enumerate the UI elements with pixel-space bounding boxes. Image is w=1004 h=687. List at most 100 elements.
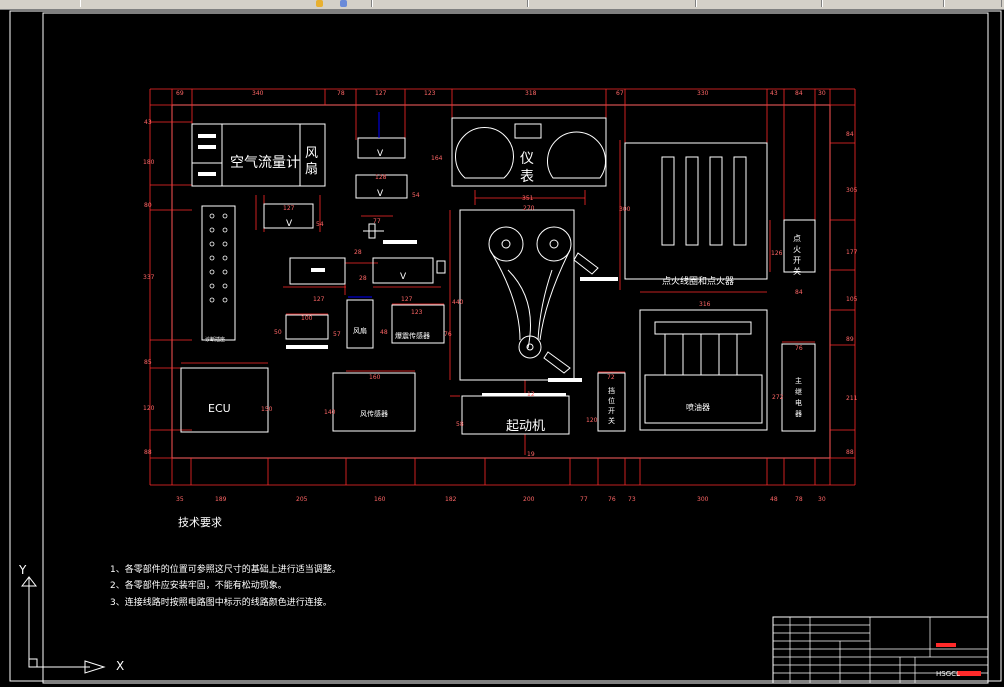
v-label-4: V xyxy=(400,272,407,282)
speed-sensor-label: 风传感器 xyxy=(360,410,388,418)
dim-left: 120 xyxy=(143,405,155,412)
voltage-box-1[interactable] xyxy=(357,112,406,159)
connector-small xyxy=(436,260,446,274)
dim-left: 43 xyxy=(144,119,152,126)
voltage-box-4[interactable] xyxy=(372,257,434,284)
ignition-switch-label: 点 火 开 关 xyxy=(793,234,801,276)
dim-top: 123 xyxy=(424,90,436,97)
dim-inner: 351 xyxy=(522,195,534,202)
note-item-2: 2、各零部件应安装牢固，不能有松动现象。 xyxy=(110,581,287,591)
dim-inner: 28 xyxy=(354,249,362,256)
knock-sensor-box[interactable] xyxy=(391,304,445,344)
dim-inner: 19 xyxy=(527,451,535,458)
taskbar-segment[interactable] xyxy=(944,0,1002,7)
taskbar-segment[interactable] xyxy=(822,0,944,7)
fuel-injector-rail[interactable] xyxy=(639,309,768,431)
engine-timing-assembly[interactable] xyxy=(459,209,618,382)
folder-icon[interactable] xyxy=(316,0,323,7)
ecu-label: ECU xyxy=(208,402,231,415)
dim-inner: 100 xyxy=(301,315,313,322)
app-icon[interactable] xyxy=(340,0,347,7)
dim-inner: 140 xyxy=(324,409,336,416)
dim-top: 340 xyxy=(252,90,264,97)
dim-right: 105 xyxy=(846,296,858,303)
taskbar-segment[interactable] xyxy=(80,0,372,7)
sheet-inner-border xyxy=(42,12,989,684)
dim-top: 78 xyxy=(337,90,345,97)
fan-top-label: 风 扇 xyxy=(305,146,319,177)
note-item-1: 1、各零部件的位置可参照这尺寸的基础上进行适当调整。 xyxy=(110,565,341,575)
dim-bottom: 77 xyxy=(580,496,588,503)
dim-left: 337 xyxy=(143,274,155,281)
dim-inner: 127 xyxy=(313,296,325,303)
diagnostic-socket[interactable] xyxy=(201,205,236,341)
dim-top: 84 xyxy=(795,90,803,97)
dim-inner: 440 xyxy=(452,299,464,306)
resistor-block[interactable] xyxy=(289,257,346,285)
dim-top: 67 xyxy=(616,90,624,97)
ignition-coil-label: 点火线圈和点火器 xyxy=(662,277,735,287)
v-label-3: V xyxy=(286,219,293,229)
dim-right: 211 xyxy=(846,395,858,402)
diag-socket-label: 诊断插座 xyxy=(205,337,226,343)
fan-sensor[interactable] xyxy=(346,296,374,349)
dim-bottom: 160 xyxy=(374,496,386,503)
dim-inner: 28 xyxy=(359,275,367,282)
dim-top: 330 xyxy=(697,90,709,97)
dim-bottom: 300 xyxy=(697,496,709,503)
dim-top: 318 xyxy=(525,90,537,97)
taskbar-segment[interactable] xyxy=(696,0,822,7)
dim-inner: 84 xyxy=(795,289,803,296)
gauge-label: 仪 表 xyxy=(520,151,534,185)
dim-bottom: 76 xyxy=(608,496,616,503)
voltage-box-2[interactable] xyxy=(355,174,408,199)
gauge-cluster[interactable] xyxy=(451,117,607,187)
cad-drawing[interactable] xyxy=(0,9,1004,687)
v-label-1: V xyxy=(377,149,384,159)
dim-left: 80 xyxy=(144,202,152,209)
dim-bottom: 30 xyxy=(818,496,826,503)
ecu-box[interactable] xyxy=(180,367,269,433)
v-label-2: V xyxy=(377,189,384,199)
dim-left: 88 xyxy=(144,449,152,456)
dim-inner: 123 xyxy=(411,309,423,316)
dim-inner: 120 xyxy=(586,417,598,424)
small-sensor-block[interactable] xyxy=(285,314,329,349)
voltage-box-3[interactable] xyxy=(263,203,314,229)
starter-label: 起动机 xyxy=(506,419,546,434)
ucs-x-label: X xyxy=(116,659,125,673)
taskbar-segment[interactable] xyxy=(528,0,696,7)
dim-inner: 76 xyxy=(444,331,452,338)
dim-bottom: 73 xyxy=(628,496,636,503)
ignition-switch-box[interactable] xyxy=(783,219,816,273)
air-flow-meter-label: 空气流量计 xyxy=(230,155,300,171)
main-relay-label: 主 继 电 器 xyxy=(795,377,802,418)
ignition-coil-assembly[interactable] xyxy=(624,142,768,280)
speed-sensor-box[interactable] xyxy=(332,372,416,432)
dim-top: 30 xyxy=(818,90,826,97)
dim-inner: 72 xyxy=(607,374,615,381)
title-block[interactable] xyxy=(772,616,989,684)
dim-inner: 272 xyxy=(772,394,784,401)
dimension-lines xyxy=(149,88,856,486)
dim-right: 177 xyxy=(846,249,858,256)
dim-inner: 76 xyxy=(795,345,803,352)
fan-sensor-label: 风扇 xyxy=(353,327,367,335)
notes-title: 技术要求 xyxy=(178,516,222,529)
dim-inner: 126 xyxy=(771,250,783,257)
small-connector[interactable] xyxy=(363,223,417,244)
dim-right: 89 xyxy=(846,336,854,343)
dim-inner: 54 xyxy=(412,192,420,199)
dim-bottom: 35 xyxy=(176,496,184,503)
main-relay-box[interactable] xyxy=(781,343,816,432)
dim-top: 69 xyxy=(176,90,184,97)
dim-inner: 164 xyxy=(431,155,443,162)
dim-inner: 160 xyxy=(369,374,381,381)
air-flow-meter[interactable] xyxy=(191,123,326,187)
starter-motor[interactable] xyxy=(461,393,570,435)
gear-switch-box[interactable] xyxy=(597,372,626,432)
model-space-canvas[interactable]: 空气流量计 风 扇 仪 表 点火线圈和点火器 点 火 开 关 诊断插座 ECU … xyxy=(0,9,1004,687)
note-item-3: 3、连接线路时按照电路图中标示的线路颜色进行连接。 xyxy=(110,598,332,608)
taskbar-segment[interactable] xyxy=(372,0,528,7)
dim-left: 85 xyxy=(144,359,152,366)
